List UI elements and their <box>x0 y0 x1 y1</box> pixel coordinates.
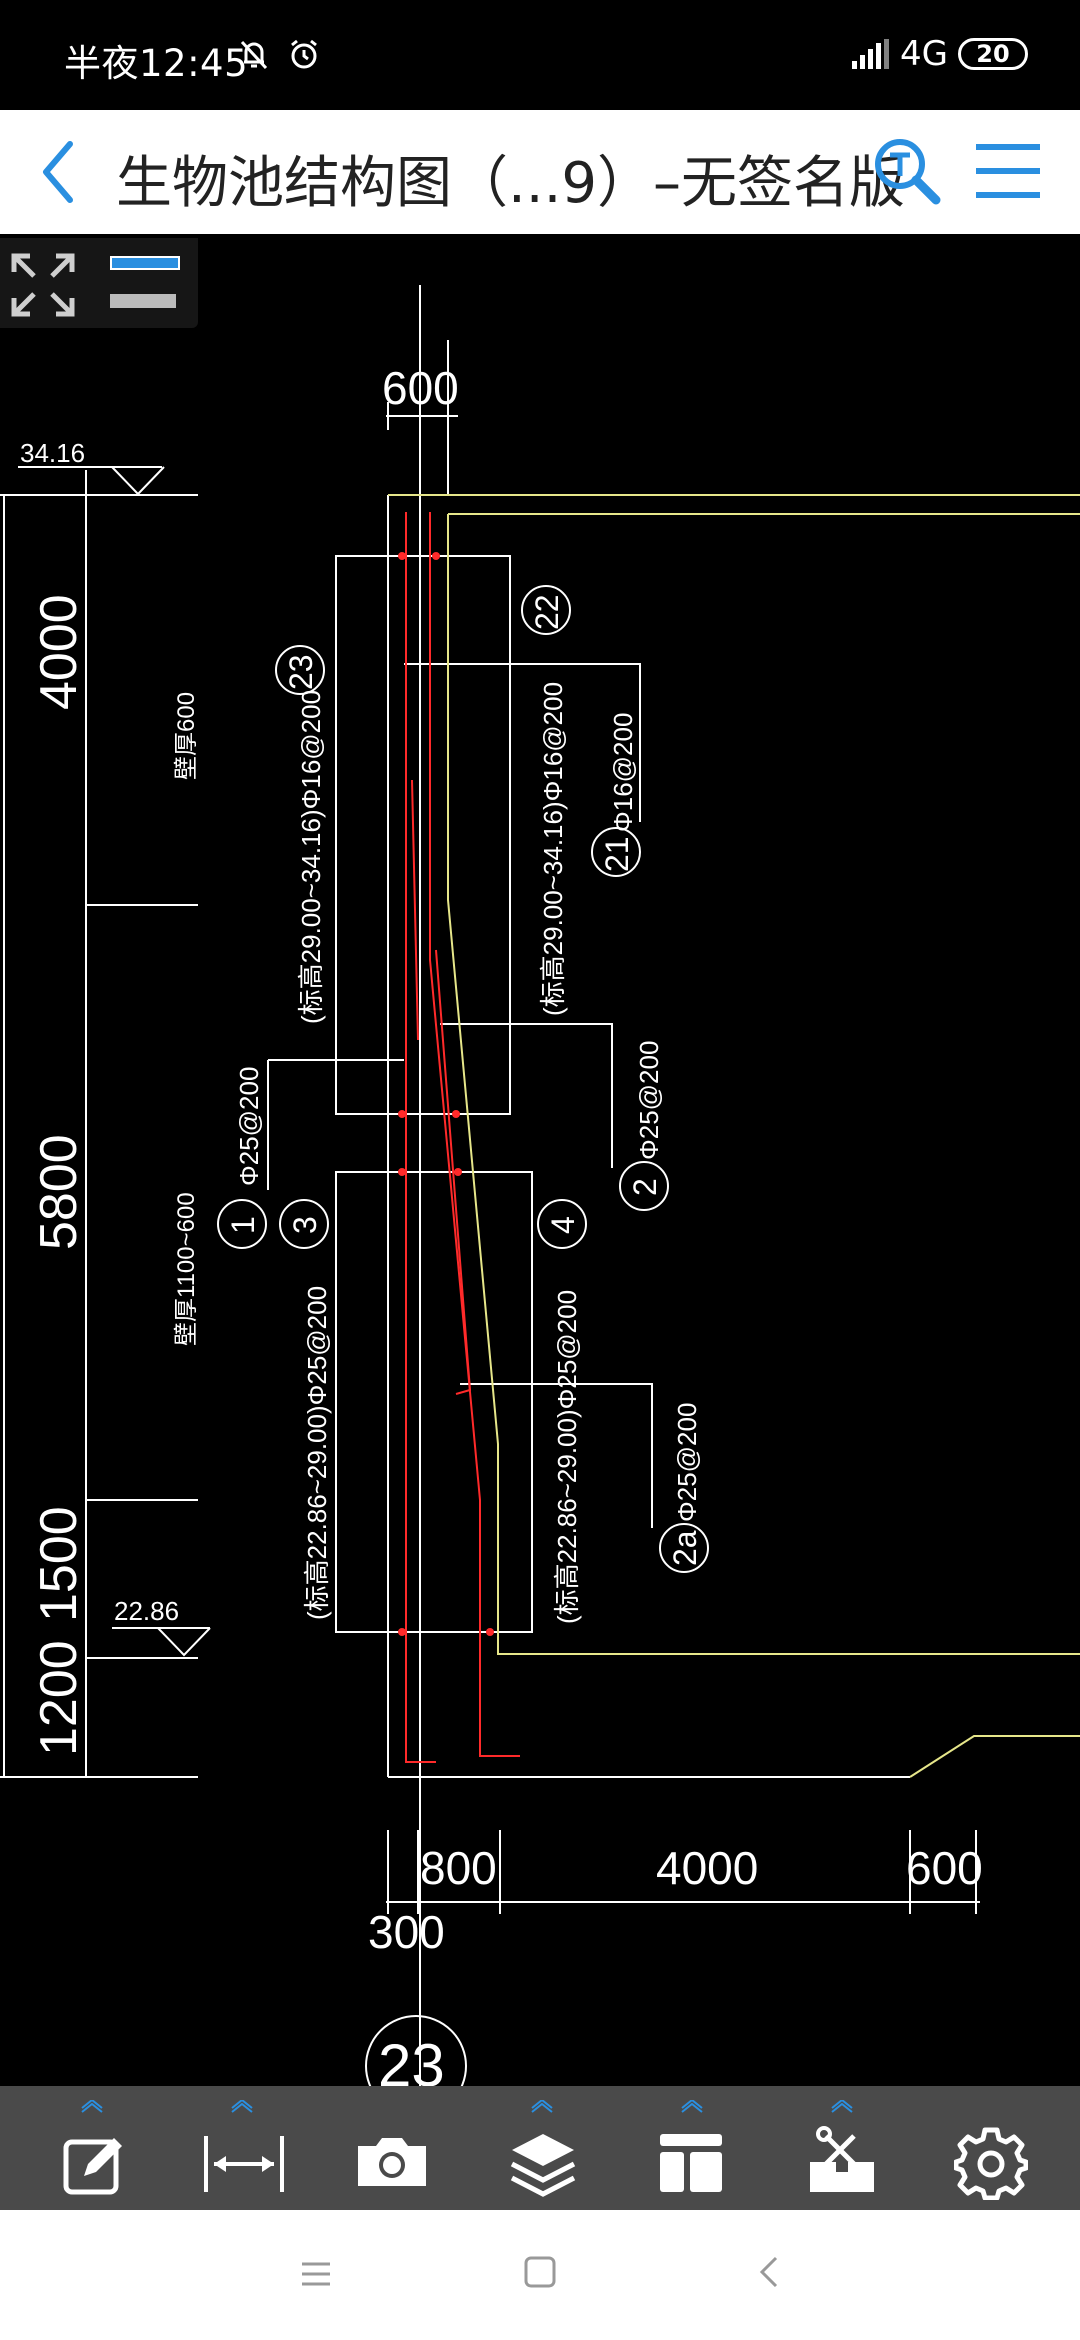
expand-caret-icon <box>831 2100 853 2113</box>
back-arrow-icon <box>43 141 73 203</box>
dim-left-1200: 1200 <box>30 1640 88 1756</box>
layout-icon <box>660 2134 722 2192</box>
callout-2: 2 <box>627 1178 663 1196</box>
callout-1: 1 <box>225 1216 261 1234</box>
measure-icon <box>204 2136 284 2192</box>
fullscreen-icon[interactable] <box>10 252 76 318</box>
expand-caret-icon <box>681 2100 703 2113</box>
rebar-dots <box>398 552 494 1636</box>
wall-note-lower: 壁厚1100~600 <box>173 1192 200 1346</box>
network-type: 4G <box>900 34 948 74</box>
text-search-button[interactable] <box>872 136 944 212</box>
dim-bottom-300: 300 <box>368 1906 445 1958</box>
battery-indicator: 20 <box>958 38 1028 70</box>
wall-outline <box>0 285 980 2117</box>
dim-left-1500: 1500 <box>30 1506 88 1622</box>
dim-top-600: 600 <box>382 362 459 414</box>
signal-icon <box>852 39 890 69</box>
callout-21: 21 <box>599 836 635 872</box>
layers-tool-button[interactable] <box>494 2096 594 2206</box>
callout-3: 3 <box>287 1216 323 1234</box>
lower-right-note: (标高22.86~29.00)Φ25@200 <box>552 1290 582 1624</box>
callout-2a: 2a <box>667 1530 703 1566</box>
settings-icon <box>954 2127 1028 2200</box>
bar-toggle-inactive[interactable] <box>110 294 176 308</box>
dim-bottom-800: 800 <box>420 1842 497 1894</box>
recent-apps-button[interactable] <box>298 2256 334 2292</box>
callout-22: 22 <box>529 594 565 630</box>
cad-drawing[interactable]: 34.16 22.86 4000 5800 1500 1200 600 800 … <box>0 234 1080 2117</box>
expand-caret-icon <box>81 2100 103 2113</box>
mute-bell-icon <box>240 40 268 70</box>
toolbox-tool-button[interactable] <box>794 2096 894 2206</box>
cad-drawing-canvas[interactable]: 34.16 22.86 4000 5800 1500 1200 600 800 … <box>0 234 1080 2117</box>
hamburger-menu-icon <box>976 144 1040 198</box>
dim-bottom-4000: 4000 <box>656 1842 758 1894</box>
rebar-lines <box>405 512 520 1763</box>
camera-tool-button[interactable] <box>344 2096 444 2206</box>
toolbox-icon <box>810 2126 874 2192</box>
camera-icon <box>358 2138 426 2186</box>
edit-icon <box>63 2138 122 2195</box>
status-time: 半夜12:45 <box>64 42 249 85</box>
upper-right-note: (标高29.00~34.16)Φ16@200 <box>538 682 568 1016</box>
layout-tool-button[interactable] <box>644 2096 744 2206</box>
bottom-toolbar <box>0 2086 1080 2210</box>
app-header: 生物池结构图（...9）–无签名版 <box>0 110 1080 234</box>
layers-icon <box>510 2134 576 2197</box>
expand-caret-icon <box>231 2100 253 2113</box>
rebar-2a-label: Φ25@200 <box>672 1403 702 1522</box>
system-nav-bar <box>0 2210 1080 2340</box>
edit-tool-button[interactable] <box>44 2096 144 2206</box>
rebar-2-label: Φ25@200 <box>634 1041 664 1160</box>
upper-left-note: (标高29.00~34.16)Φ16@200 <box>296 690 326 1024</box>
callout-circles <box>217 585 709 1573</box>
dim-bottom-600: 600 <box>906 1842 983 1894</box>
elev-bottom-label: 22.86 <box>114 1596 179 1626</box>
battery-level: 20 <box>976 40 1010 68</box>
section-mark-label: 23 <box>378 2032 445 2086</box>
callout-23: 23 <box>283 654 319 690</box>
back-button[interactable] <box>36 138 80 210</box>
dim-left-5800: 5800 <box>30 1134 88 1250</box>
measure-tool-button[interactable] <box>194 2096 294 2206</box>
expand-caret-icon <box>531 2100 553 2113</box>
alarm-icon <box>291 39 317 69</box>
rebar-21-label: Φ16@200 <box>608 713 638 832</box>
lower-left-note: (标高22.86~29.00)Φ25@200 <box>302 1286 332 1620</box>
wall-note-upper: 壁厚600 <box>173 692 200 780</box>
settings-tool-button[interactable] <box>944 2096 1044 2206</box>
bar-toggle-active[interactable] <box>110 256 180 270</box>
dim-left-4000: 4000 <box>30 594 88 710</box>
home-button[interactable] <box>522 2254 558 2290</box>
view-toggle-panel <box>0 238 198 328</box>
concrete-outline <box>388 494 1080 1778</box>
elev-top-label: 34.16 <box>20 438 85 468</box>
page-title: 生物池结构图（...9）–无签名版 <box>116 151 906 216</box>
menu-button[interactable] <box>972 140 1044 208</box>
text-search-icon <box>875 139 941 205</box>
callout-4: 4 <box>545 1216 581 1234</box>
back-nav-button[interactable] <box>752 2254 788 2290</box>
status-bar: 半夜12:45 4G 20 <box>0 0 1080 110</box>
rebar-1-label: Φ25@200 <box>234 1067 264 1186</box>
